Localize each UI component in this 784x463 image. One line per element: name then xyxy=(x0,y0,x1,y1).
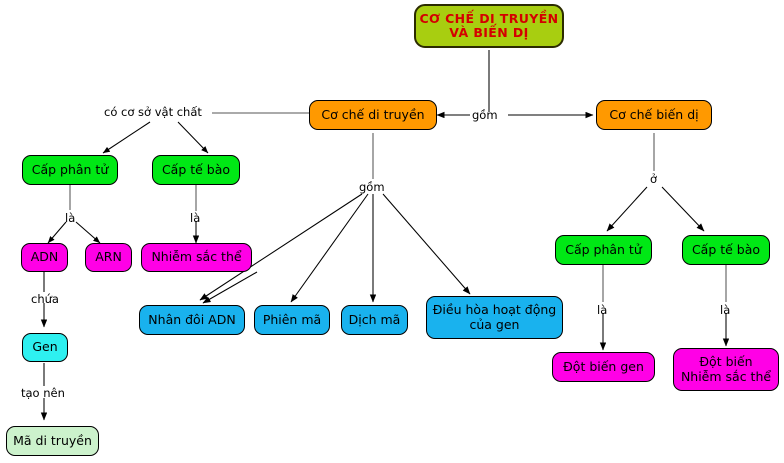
node-dt-cap-phan-tu-label: Cấp phân tử xyxy=(31,161,109,177)
node-nhiem-sac-the[interactable]: Nhiễm sắc thể xyxy=(141,243,252,272)
node-dieu-hoa-hoat-dong-cua-gen[interactable]: Điều hòa hoạt động của gen xyxy=(426,296,563,339)
node-dich-ma[interactable]: Dịch mã xyxy=(341,305,408,335)
node-co-che-bien-di-label: Cơ chế biến dị xyxy=(609,106,699,122)
node-nhiem-sac-the-label: Nhiễm sắc thể xyxy=(151,249,242,265)
edge-label-co-co-so-vat-chat: có cơ sở vật chất xyxy=(104,105,202,119)
node-co-che-di-truyen-label: Cơ chế di truyền xyxy=(321,106,425,122)
edge-label-la-phan-tu: là xyxy=(65,211,76,225)
node-bd-cap-phan-tu[interactable]: Cấp phân tử xyxy=(555,235,652,265)
node-dot-bien-nst-line1: Đột biến xyxy=(699,354,753,370)
edge-label-gom-root: gồm xyxy=(472,108,498,122)
edge-label-la-bd-phan-tu: là xyxy=(597,303,608,317)
node-root-title[interactable]: CƠ CHẾ DI TRUYỀN VÀ BIẾN DỊ xyxy=(414,4,564,48)
node-co-che-bien-di[interactable]: Cơ chế biến dị xyxy=(596,100,712,130)
edge-la-adn xyxy=(47,221,67,244)
node-nhan-doi-adn[interactable]: Nhân đôi ADN xyxy=(139,305,245,335)
edge-cosovatchat-captebao xyxy=(177,121,209,154)
node-root-title-line1: CƠ CHẾ DI TRUYỀN xyxy=(419,10,559,26)
node-bd-cap-te-bao[interactable]: Cấp tế bào xyxy=(682,235,770,265)
node-dot-bien-gen[interactable]: Đột biến gen xyxy=(552,352,655,382)
edge-label-o-bien-di: ở xyxy=(650,172,658,186)
edge-label-la-te-bao: là xyxy=(190,211,201,225)
node-dt-cap-te-bao[interactable]: Cấp tế bào xyxy=(152,155,240,185)
node-dich-ma-label: Dịch mã xyxy=(348,311,401,327)
node-dot-bien-gen-label: Đột biến gen xyxy=(563,358,644,374)
node-phien-ma-label: Phiên mã xyxy=(262,311,322,327)
edge-gom-dieuhoa xyxy=(382,193,471,295)
node-dt-cap-phan-tu[interactable]: Cấp phân tử xyxy=(22,155,118,185)
node-phien-ma[interactable]: Phiên mã xyxy=(254,305,330,335)
node-dieu-hoa-line1: Điều hòa hoạt động xyxy=(432,302,557,318)
edge-gom-phienma xyxy=(290,193,369,303)
node-adn[interactable]: ADN xyxy=(21,243,68,272)
node-bd-cap-te-bao-label: Cấp tế bào xyxy=(691,241,761,257)
edge-nst-nhandoi xyxy=(202,271,258,304)
edge-o-bdtebao xyxy=(661,186,705,232)
node-arn[interactable]: ARN xyxy=(85,243,132,272)
node-nhan-doi-adn-label: Nhân đôi ADN xyxy=(148,311,236,327)
node-gen-label: Gen xyxy=(32,339,58,355)
node-ma-di-truyen[interactable]: Mã di truyền xyxy=(6,426,99,456)
node-dot-bien-nhiem-sac-the[interactable]: Đột biến Nhiễm sắc thể xyxy=(673,348,779,391)
edge-o-bdphantu xyxy=(606,186,648,232)
node-dot-bien-nst-line2: Nhiễm sắc thể xyxy=(680,368,772,384)
node-dieu-hoa-line2: của gen xyxy=(469,316,520,332)
edge-la-arn xyxy=(75,221,101,244)
edge-label-gom-di-truyen: gồm xyxy=(359,180,385,194)
node-root-title-line2: VÀ BIẾN DỊ xyxy=(449,25,529,40)
node-arn-label: ARN xyxy=(95,249,122,265)
node-co-che-di-truyen[interactable]: Cơ chế di truyền xyxy=(309,100,437,130)
edge-label-tao-nen: tạo nên xyxy=(21,386,65,400)
node-dt-cap-te-bao-label: Cấp tế bào xyxy=(161,161,231,177)
node-bd-cap-phan-tu-label: Cấp phân tử xyxy=(565,241,642,257)
edge-label-chua: chứa xyxy=(31,292,59,306)
node-gen[interactable]: Gen xyxy=(22,333,68,362)
edge-label-la-bd-te-bao: là xyxy=(720,303,731,317)
node-adn-label: ADN xyxy=(30,249,59,265)
node-ma-di-truyen-label: Mã di truyền xyxy=(13,432,92,448)
edge-cosovatchat-capphantu xyxy=(102,121,151,154)
edge-gom-nhandoi xyxy=(199,193,363,301)
